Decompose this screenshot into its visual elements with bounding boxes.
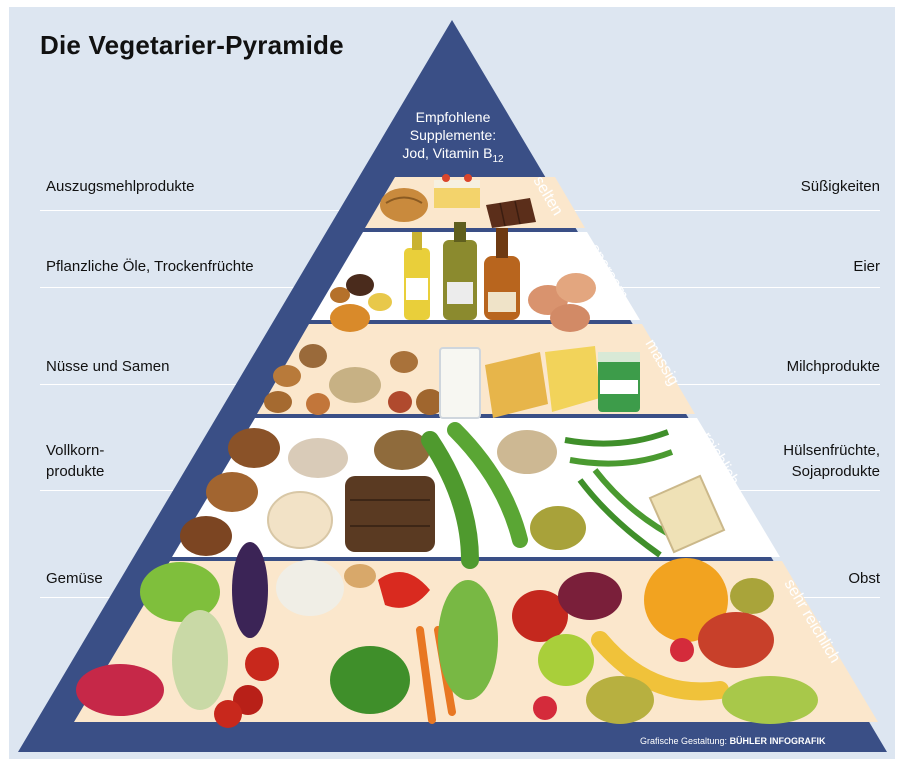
supplements-note: Empfohlene Supplemente: Jod, Vitamin B12 bbox=[378, 108, 528, 169]
label-suessigkeiten: Süßigkeiten bbox=[801, 176, 880, 198]
credit-line: Grafische Gestaltung: BÜHLER INFOGRAFIK bbox=[640, 736, 826, 746]
supplements-line-3: Jod, Vitamin B12 bbox=[378, 144, 528, 169]
bread-roll-illustration bbox=[380, 188, 428, 222]
label-gemuese: Gemüse bbox=[46, 568, 103, 590]
label-produkte: produkte bbox=[46, 461, 104, 483]
supplements-line-1: Empfohlene bbox=[378, 108, 528, 126]
yogurt-illustration bbox=[598, 352, 640, 412]
label-milchprodukte: Milchprodukte bbox=[787, 356, 880, 378]
milk-glass-illustration bbox=[440, 348, 480, 418]
supplements-line-2: Supplemente: bbox=[378, 126, 528, 144]
label-obst: Obst bbox=[848, 568, 880, 590]
label-auszugsmehlprodukte: Auszugsmehlprodukte bbox=[46, 176, 194, 198]
label-eier: Eier bbox=[853, 256, 880, 278]
subscript: 12 bbox=[492, 154, 503, 165]
label-nuesse-samen: Nüsse und Samen bbox=[46, 356, 169, 378]
label-sojaprodukte: Sojaprodukte bbox=[792, 461, 880, 483]
label-oele-trockenfruechte: Pflanzliche Öle, Trockenfrüchte bbox=[46, 256, 254, 278]
label-huelsenfruechte: Hülsenfrüchte, bbox=[783, 440, 880, 462]
label-vollkorn: Vollkorn- bbox=[46, 440, 104, 462]
